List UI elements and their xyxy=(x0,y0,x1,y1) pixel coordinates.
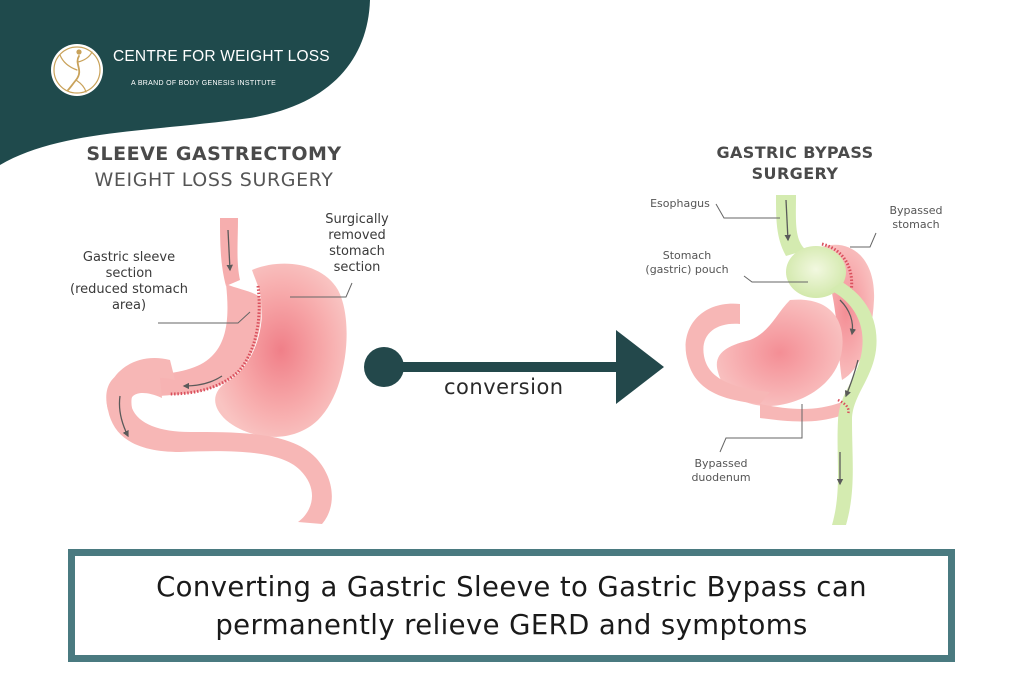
caption-line-1: Converting a Gastric Sleeve to Gastric B… xyxy=(156,570,867,603)
label-gastric-sleeve: Gastric sleeve section (reduced stomach … xyxy=(70,250,188,313)
leader-sleeve xyxy=(158,311,251,324)
conversion-label: conversion xyxy=(444,375,564,399)
label-removed-section: Surgically removed stomach section xyxy=(325,212,389,275)
caption-line-2: permanently relieve GERD and symptoms xyxy=(215,608,808,641)
leader-removed xyxy=(290,282,353,298)
brand-banner xyxy=(0,0,370,165)
bypass-subtitle: SURGERY xyxy=(751,164,839,183)
label-bypassed-duodenum: Bypassed duodenum xyxy=(691,457,751,484)
leader-bypassed-stomach xyxy=(850,232,877,248)
sleeve-stomach-illustration xyxy=(106,218,347,524)
leader-esophagus xyxy=(715,203,780,219)
label-bypassed-stomach: Bypassed stomach xyxy=(889,204,943,231)
sleeve-subtitle: WEIGHT LOSS SURGERY xyxy=(94,169,334,191)
label-esophagus: Esophagus xyxy=(650,197,710,210)
leader-duodenum xyxy=(719,404,803,453)
right-arrow-icon xyxy=(364,330,664,404)
bypass-stomach-illustration xyxy=(685,195,877,525)
label-stomach-pouch: Stomach (gastric) pouch xyxy=(645,249,729,276)
brand-tagline: A BRAND OF BODY GENESIS INSTITUTE xyxy=(131,80,277,87)
leader-pouch xyxy=(743,275,808,283)
dancer-figure-logo xyxy=(51,44,103,96)
caption-box: Converting a Gastric Sleeve to Gastric B… xyxy=(68,549,955,662)
brand-name: CENTRE FOR WEIGHT LOSS xyxy=(113,48,330,65)
sleeve-title: SLEEVE GASTRECTOMY xyxy=(86,143,342,165)
bypass-title: GASTRIC BYPASS xyxy=(716,143,874,162)
